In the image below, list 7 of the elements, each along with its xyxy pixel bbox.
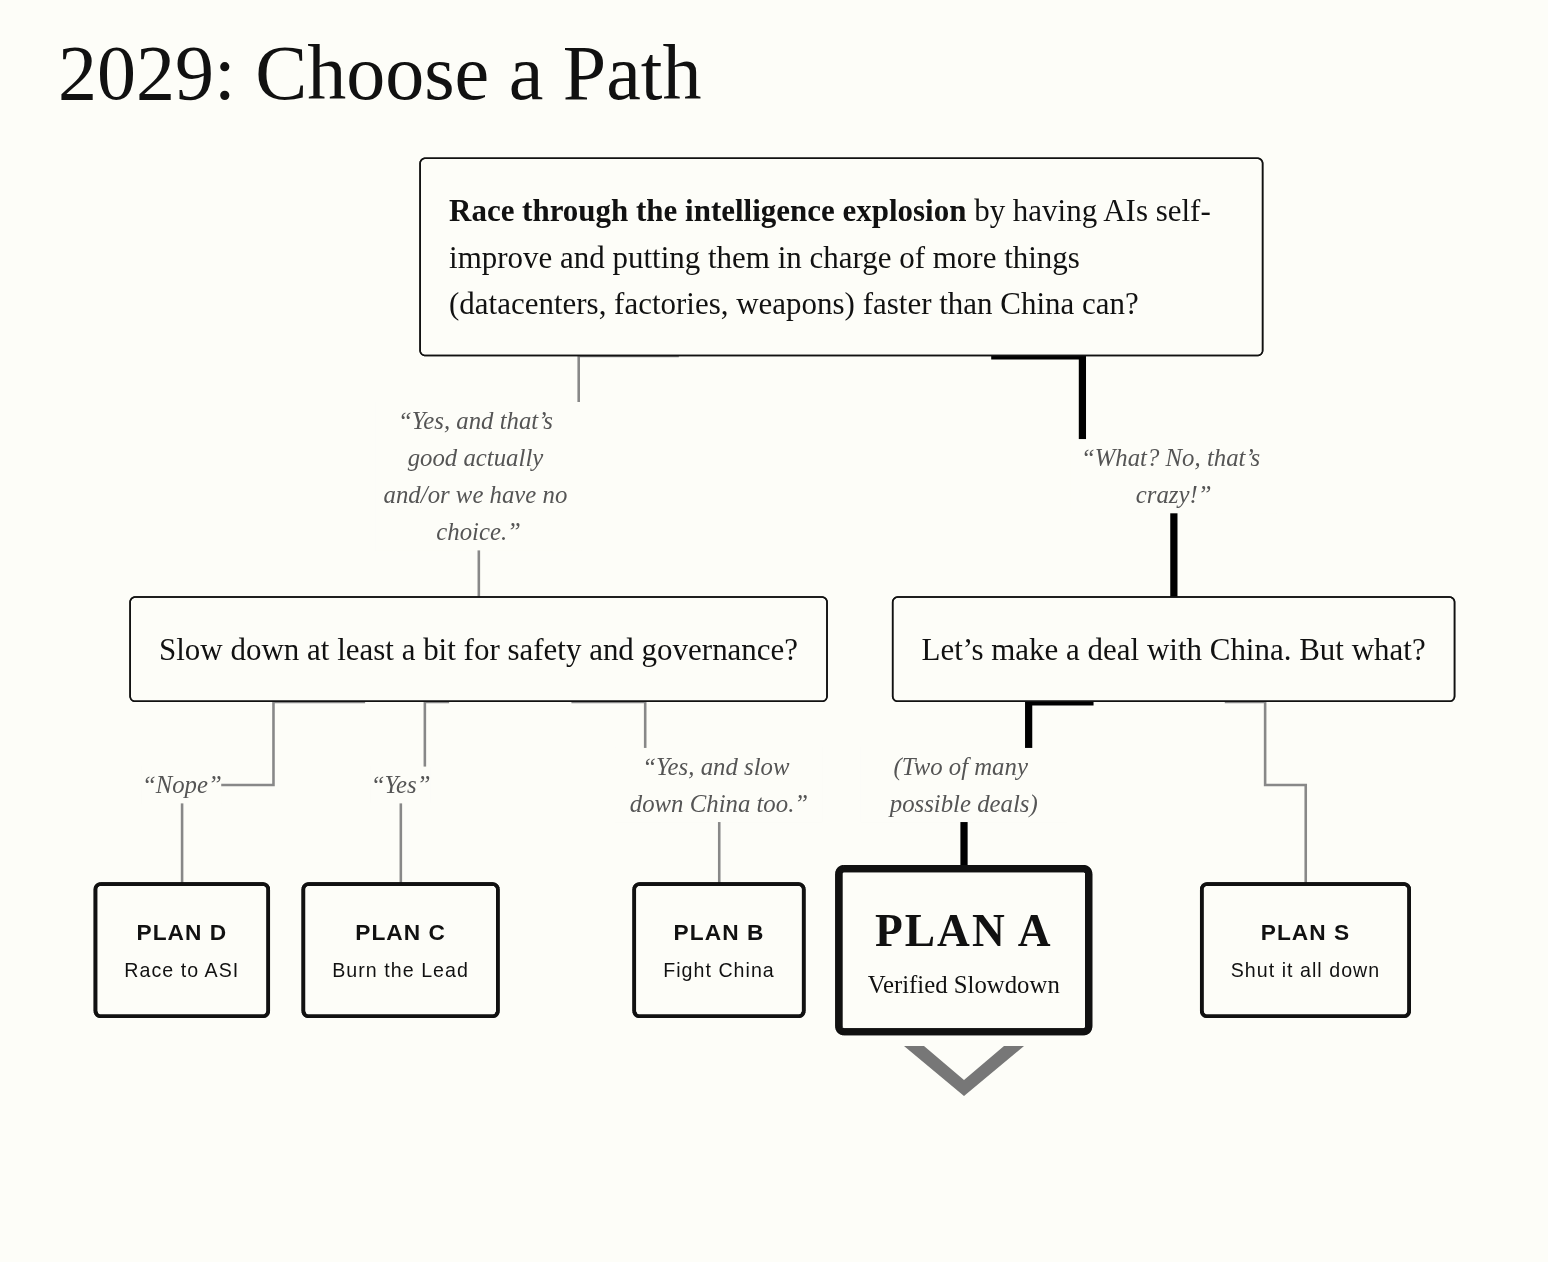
title: 2029: Choose a Path (58, 30, 702, 116)
edge-label: “Yes” (370, 771, 431, 799)
edge-label: “Nope” (141, 771, 222, 799)
edge-label: “What? No, that’s crazy!” (1080, 444, 1261, 509)
edge-label: “Yes, and that’s good actually and/or we have no choice.” (383, 407, 568, 546)
edge-label: “Yes, and slow down China too.” (629, 752, 809, 817)
edge-label: (Two of many possible deals) (889, 752, 1038, 817)
